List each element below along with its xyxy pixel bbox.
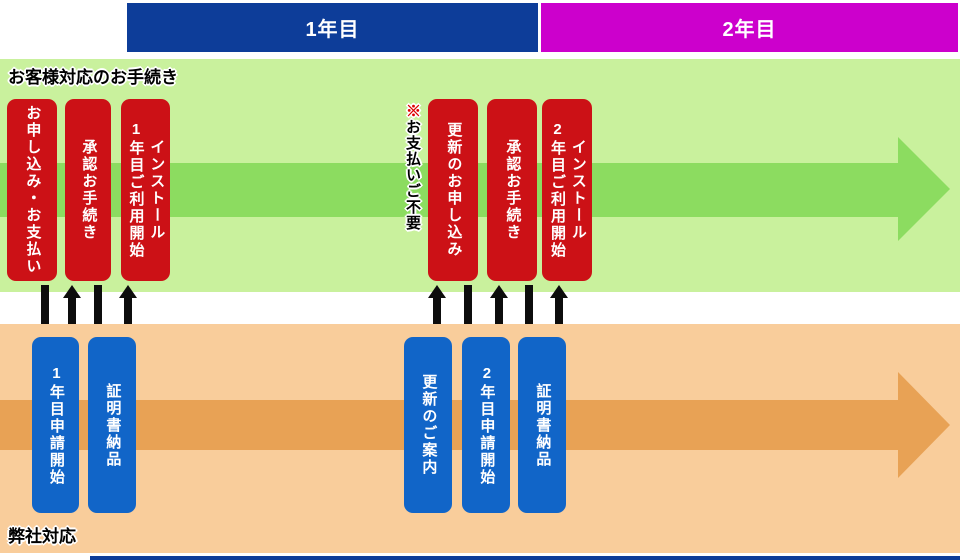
- step-label-line1: インストール: [148, 139, 166, 241]
- arrow-up-icon: [119, 285, 137, 340]
- step-year2-application-start: 2年目申請開始: [462, 337, 510, 513]
- company-timeline-arrow-head-icon: [898, 372, 950, 478]
- company-lane: 1年目申請開始 証明書納品 更新のご案内 2年目申請開始 証明書納品 弊社対応: [0, 324, 960, 553]
- no-payment-note: ※お支払いご不要: [402, 103, 423, 231]
- customer-lane: お客様対応のお手続き お申し込み・お支払い 承認お手続き インストール 1年目ご…: [0, 59, 960, 292]
- step-label-line2: 2年目ご利用開始: [549, 121, 566, 259]
- arrow-up-icon: [550, 285, 568, 340]
- arrow-up-icon: [490, 285, 508, 340]
- bottom-partial-bar: [90, 556, 960, 560]
- customer-timeline-arrow-head-icon: [898, 137, 950, 241]
- arrow-up-icon: [63, 285, 81, 340]
- step-approval-year2: 承認お手続き: [487, 99, 537, 281]
- step-label: 証明書納品: [534, 382, 552, 468]
- step-label: 1年目申請開始: [47, 364, 65, 486]
- step-label: 証明書納品: [104, 382, 122, 468]
- step-renewal-notice: 更新のご案内: [404, 337, 452, 513]
- note-text: お支払いご不要: [404, 119, 421, 231]
- step-label: 更新のお申し込み: [445, 122, 463, 258]
- step-label-line2: 1年目ご利用開始: [127, 121, 145, 259]
- year2-header-bar: 2年目: [541, 3, 958, 52]
- note-asterisk-mark: ※: [404, 103, 421, 119]
- step-label: 2年目申請開始: [478, 364, 496, 486]
- arrow-up-icon: [428, 285, 446, 340]
- year1-header-bar: 1年目: [127, 3, 538, 52]
- step-certificate-delivery-year2: 証明書納品: [518, 337, 566, 513]
- step-certificate-delivery-year1: 証明書納品: [88, 337, 136, 513]
- step-label: 承認お手続き: [504, 139, 522, 241]
- step-label: 承認お手続き: [80, 139, 98, 241]
- step-label: お申し込み・お支払い: [24, 105, 42, 275]
- step-label: 更新のご案内: [420, 374, 438, 476]
- company-lane-label: 弊社対応: [8, 527, 76, 546]
- step-label-line1: インストール: [569, 139, 587, 241]
- step-install-year1: インストール 1年目ご利用開始: [121, 99, 170, 281]
- step-application-payment: お申し込み・お支払い: [7, 99, 57, 281]
- step-year1-application-start: 1年目申請開始: [32, 337, 79, 513]
- step-install-year2: インストール 2年目ご利用開始: [542, 99, 592, 281]
- step-approval-year1: 承認お手続き: [65, 99, 111, 281]
- step-renewal-application: 更新のお申し込み: [428, 99, 478, 281]
- customer-lane-label: お客様対応のお手続き: [8, 68, 178, 87]
